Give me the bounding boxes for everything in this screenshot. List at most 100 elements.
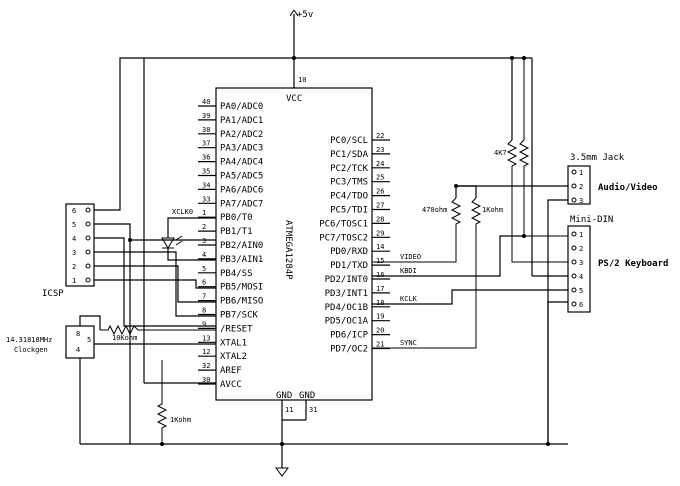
left-pin-label: PB2/AIN0 [220,241,263,251]
left-pin-label: PA3/ADC3 [220,144,263,154]
bottom-resistor [156,360,168,444]
left-pin-number: 2 [202,223,206,231]
right-pin-number: 20 [376,327,384,335]
left-pin-label: PA0/ADC0 [220,102,263,112]
kclk-signal-label: KCLK [400,295,418,303]
left-pin-label: PB5/MOSI [220,283,263,293]
jack-title: Audio/Video [598,182,658,193]
left-pin-number: 1 [202,209,206,217]
chip-gnd-label-2: GND [299,391,315,401]
clockgen-pin-8: 8 [76,330,80,338]
clockgen-pin-5: 5 [87,336,91,344]
right-pin-label: PC4/TDO [330,192,368,202]
clockgen-frequency: 14.31818MHz [6,336,52,344]
left-pin-label: /RESET [220,324,253,334]
jack-pin-terminal [571,183,577,189]
left-pin-number: 4 [202,251,206,259]
left-pin-number: 13 [202,334,210,342]
din-pin-number: 3 [579,259,583,267]
din-pin-terminal [571,259,577,265]
right-pin-label: PD6/ICP [330,331,369,341]
icsp-pin-number: 3 [72,249,76,257]
right-pin-number: 25 [376,174,384,182]
jack-pin-number: 1 [579,169,583,177]
right-pin-label: PC6/TOSC1 [319,219,368,229]
right-pin-label: PC7/TOSC2 [319,233,368,243]
pullup-resistor-2 [518,58,568,237]
right-pin-number: 23 [376,146,384,154]
din-pin-terminal [571,245,577,251]
clockgen-pin-4: 4 [76,346,80,354]
din-pin-number: 4 [579,273,583,281]
right-pin-number: 28 [376,215,384,223]
right-pin-number: 29 [376,229,384,237]
right-pin-label: PD3/INT1 [325,289,368,299]
video-resistor-1k-label: 1Kohm [482,206,503,214]
left-pin-number: 34 [202,181,210,189]
din-pin-number: 2 [579,245,583,253]
icsp-label: ICSP [42,289,64,299]
din-pin-number: 1 [579,231,583,239]
left-pin-number: 8 [202,307,206,315]
din-pin-terminal [571,287,577,293]
right-pin-label: PD1/TXD [330,261,368,271]
left-pin-number: 37 [202,140,210,148]
left-pin-number: 3 [202,237,206,245]
right-pin-number: 16 [376,271,384,279]
left-pin-number: 30 [202,376,210,384]
icsp-pin-number: 2 [72,263,76,271]
icsp-pin-terminal [85,263,91,269]
icsp-pin-number: 5 [72,221,76,229]
right-pin-number: 26 [376,188,384,196]
right-pin-label: PC5/TDI [330,206,368,216]
vcc-label: +5v [297,10,313,20]
vcc-pin-number: 10 [298,76,306,84]
left-pin-number: 36 [202,154,210,162]
left-pin-number: 5 [202,265,206,273]
ground-symbol [275,467,289,477]
left-pin-label: XTAL2 [220,352,247,362]
icsp-pin-terminal [85,221,91,227]
icsp-pin-terminal [85,277,91,283]
xclk0-label: XCLK0 [172,208,193,216]
chip-gnd-label-1: GND [276,391,292,401]
left-pin-number: 12 [202,348,210,356]
icsp-pin-terminal [85,249,91,255]
din-pin-terminal [571,301,577,307]
atmega-chip-body [215,87,373,401]
left-pin-label: PA6/ADC6 [220,185,263,195]
right-pin-number: 19 [376,313,384,321]
left-pin-number: 9 [202,320,206,328]
din-pin-number: 5 [579,287,583,295]
chip-vcc-label: VCC [286,94,302,104]
left-pin-number: 38 [202,126,210,134]
left-pin-label: PA7/ADC7 [220,199,263,209]
right-pin-label: PC1/SDA [330,150,369,160]
jack-pin-terminal [571,197,577,203]
icsp-pin-number: 4 [72,235,76,243]
pullup-resistor-label: 4K7 [494,149,507,157]
reset-resistor [100,324,216,336]
left-pin-number: 32 [202,362,210,370]
right-pin-label: PC0/SCL [330,136,368,146]
left-pin-number: 35 [202,168,210,176]
jack-pin-terminal [571,169,577,175]
right-pin-number: 27 [376,202,384,210]
right-pin-number: 21 [376,341,384,349]
jack-pin-number: 2 [579,183,583,191]
mini-din-connector [567,225,591,313]
right-pin-label: PD2/INT0 [325,275,368,285]
reset-resistor-label: 10Kohm [112,334,137,342]
left-pin-label: PA5/ADC5 [220,172,263,182]
left-pin-label: AREF [220,366,242,376]
mini-din-title: PS/2 Keyboard [598,259,668,269]
icsp-pin-terminal [85,235,91,241]
jack-pin-number: 3 [579,197,583,205]
right-pin-label: PC3/TMS [330,178,368,188]
left-pin-label: XTAL1 [220,338,247,348]
left-pin-label: PB1/T1 [220,227,253,237]
sync-signal-label: SYNC [400,339,417,347]
clockgen-label: Clockgen [14,346,48,354]
right-pin-number: 14 [376,243,384,251]
